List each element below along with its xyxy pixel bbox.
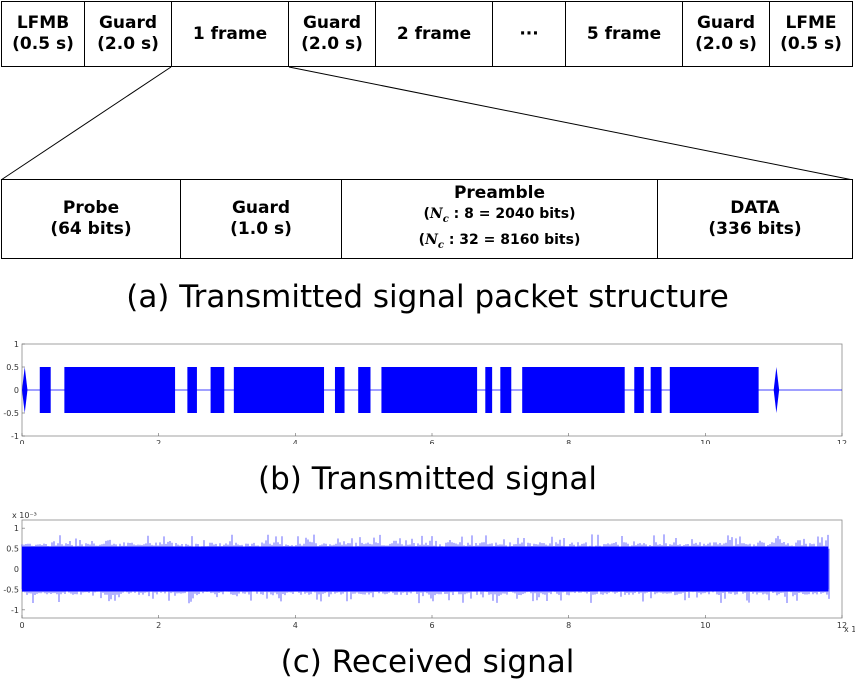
x-tick-label: 10: [700, 439, 710, 444]
x-tick-label: 12: [837, 439, 847, 444]
cell-label: Guard: [231, 198, 291, 218]
open-paren: (: [418, 231, 426, 248]
signal-segment-probe: [39, 367, 51, 413]
received-signal-plot: 0 2 4 6 8 10 12 1 0.5 0 -0.5 -1 x 10⁶ x 10⁻³: [3, 511, 855, 634]
caption-b: (b) Transmitted signal: [257, 461, 598, 497]
n-subscript: c: [437, 239, 444, 251]
signal-segment-probe: [210, 367, 225, 413]
top-cell-frame-5: 5 frame: [565, 1, 683, 67]
cell-label: Guard: [302, 13, 362, 33]
x-tick-label: 8: [566, 621, 571, 630]
signal-segment-probe: [358, 367, 371, 413]
x-tick-label: 0: [19, 439, 24, 444]
x-tick-label: 12: [837, 621, 847, 630]
nc-symbol: Nc: [425, 231, 444, 251]
cell-duration: (2.0 s): [695, 34, 757, 54]
cell-duration: (2.0 s): [97, 34, 159, 54]
cell-label: LFME: [785, 13, 837, 33]
transmitted-signal-plot: 0 2 4 6 8 10 12 1 0.5 0 -0.5 -1 x 10⁶: [3, 340, 855, 444]
signal-segment-preamble: [669, 367, 759, 413]
cell-label: DATA: [730, 198, 780, 218]
cell-label: LFMB: [16, 13, 70, 33]
n-letter: N: [429, 205, 443, 222]
cell-label: Guard: [98, 13, 158, 33]
caption-a: (a) Transmitted signal packet structure: [126, 279, 729, 315]
open-paren: (: [423, 205, 430, 222]
frame-cell-probe: Probe (64 bits): [1, 179, 181, 259]
top-cell-lfme: LFME (0.5 s): [769, 1, 853, 67]
cell-label: 5 frame: [586, 23, 662, 44]
x-tick-label: 0: [19, 621, 24, 630]
cell-duration: (0.5 s): [12, 34, 74, 54]
signal-segment-data: [485, 367, 493, 413]
cell-duration: (2.0 s): [301, 34, 363, 54]
preamble-bits-8: : 8 = 2040 bits): [448, 205, 576, 222]
n-letter: N: [425, 231, 438, 248]
cell-size: (336 bits): [708, 219, 802, 239]
preamble-line-nc32: (Nc : 32 = 8160 bits): [419, 230, 581, 256]
frame-cell-data: DATA (336 bits): [657, 179, 853, 259]
signal-segment-data: [634, 367, 644, 413]
cell-label: 1 frame: [192, 23, 268, 44]
y-tick-label: 0.5: [6, 363, 19, 372]
top-cell-frame-1: 1 frame: [171, 1, 289, 67]
cell-label: 2 frame: [396, 23, 472, 44]
x-tick-label: 4: [293, 439, 298, 444]
x-tick-label: 8: [566, 439, 571, 444]
cell-duration: (1.0 s): [230, 219, 292, 239]
lfm-chirp-mark: [22, 367, 28, 413]
y-tick-label: -1: [11, 432, 19, 441]
y-tick-label: -0.5: [3, 409, 19, 418]
x-tick-label: 6: [429, 439, 434, 444]
y-tick-label: 0: [14, 386, 19, 395]
lfm-chirp-mark: [773, 367, 780, 413]
cell-label: Preamble: [453, 182, 546, 203]
y-tick-label: -1: [11, 606, 19, 615]
top-cell-lfmb: LFMB (0.5 s): [1, 1, 85, 67]
nc-symbol: Nc: [429, 205, 449, 225]
signal-segment-preamble: [64, 367, 176, 413]
preamble-bits-32: : 32 = 8160 bits): [443, 231, 581, 248]
top-cell-frame-2: 2 frame: [375, 1, 493, 67]
x-tick-label: 6: [429, 621, 434, 630]
preamble-line-nc8: (Nc : 8 = 2040 bits): [424, 204, 576, 230]
caption-c: (c) Received signal: [280, 644, 575, 680]
connector-line-left: [0, 66, 172, 181]
signal-segment-preamble: [233, 367, 325, 413]
y-tick-label: 1: [14, 340, 19, 349]
top-cell-ellipsis: ···: [492, 1, 566, 67]
frame-cell-guard: Guard (1.0 s): [180, 179, 342, 259]
cell-size: (64 bits): [50, 219, 132, 239]
n-subscript: c: [442, 213, 449, 225]
signal-segment-preamble: [522, 367, 625, 413]
top-cell-guard-2: Guard (2.0 s): [288, 1, 376, 67]
y-multiplier: x 10⁻³: [12, 511, 37, 520]
received-noise-spikes: [21, 534, 830, 604]
x-multiplier: x 10⁶: [844, 625, 855, 634]
cell-label: Guard: [696, 13, 756, 33]
frame-cell-preamble: Preamble (Nc : 8 = 2040 bits) (Nc : 32 =…: [341, 179, 658, 259]
y-tick-label: -0.5: [3, 585, 19, 594]
y-tick-label: 1: [14, 524, 19, 533]
signal-segment-probe: [500, 367, 512, 413]
connector-line-right: [288, 66, 854, 181]
y-tick-label: 0.5: [6, 545, 19, 554]
signal-segment-data: [334, 367, 345, 413]
signal-segment-data: [187, 367, 197, 413]
x-tick-label: 2: [156, 621, 161, 630]
cell-label: Probe: [62, 198, 120, 218]
y-tick-label: 0: [14, 565, 19, 574]
signal-segment-preamble: [381, 367, 478, 413]
cell-label: ···: [519, 23, 539, 44]
signal-segment-probe: [650, 367, 662, 413]
zoom-connector-lines: [0, 66, 854, 181]
cell-duration: (0.5 s): [780, 34, 842, 54]
x-multiplier: x 10⁶: [844, 443, 855, 444]
x-tick-label: 10: [700, 621, 710, 630]
x-tick-label: 4: [293, 621, 298, 630]
x-tick-label: 2: [156, 439, 161, 444]
